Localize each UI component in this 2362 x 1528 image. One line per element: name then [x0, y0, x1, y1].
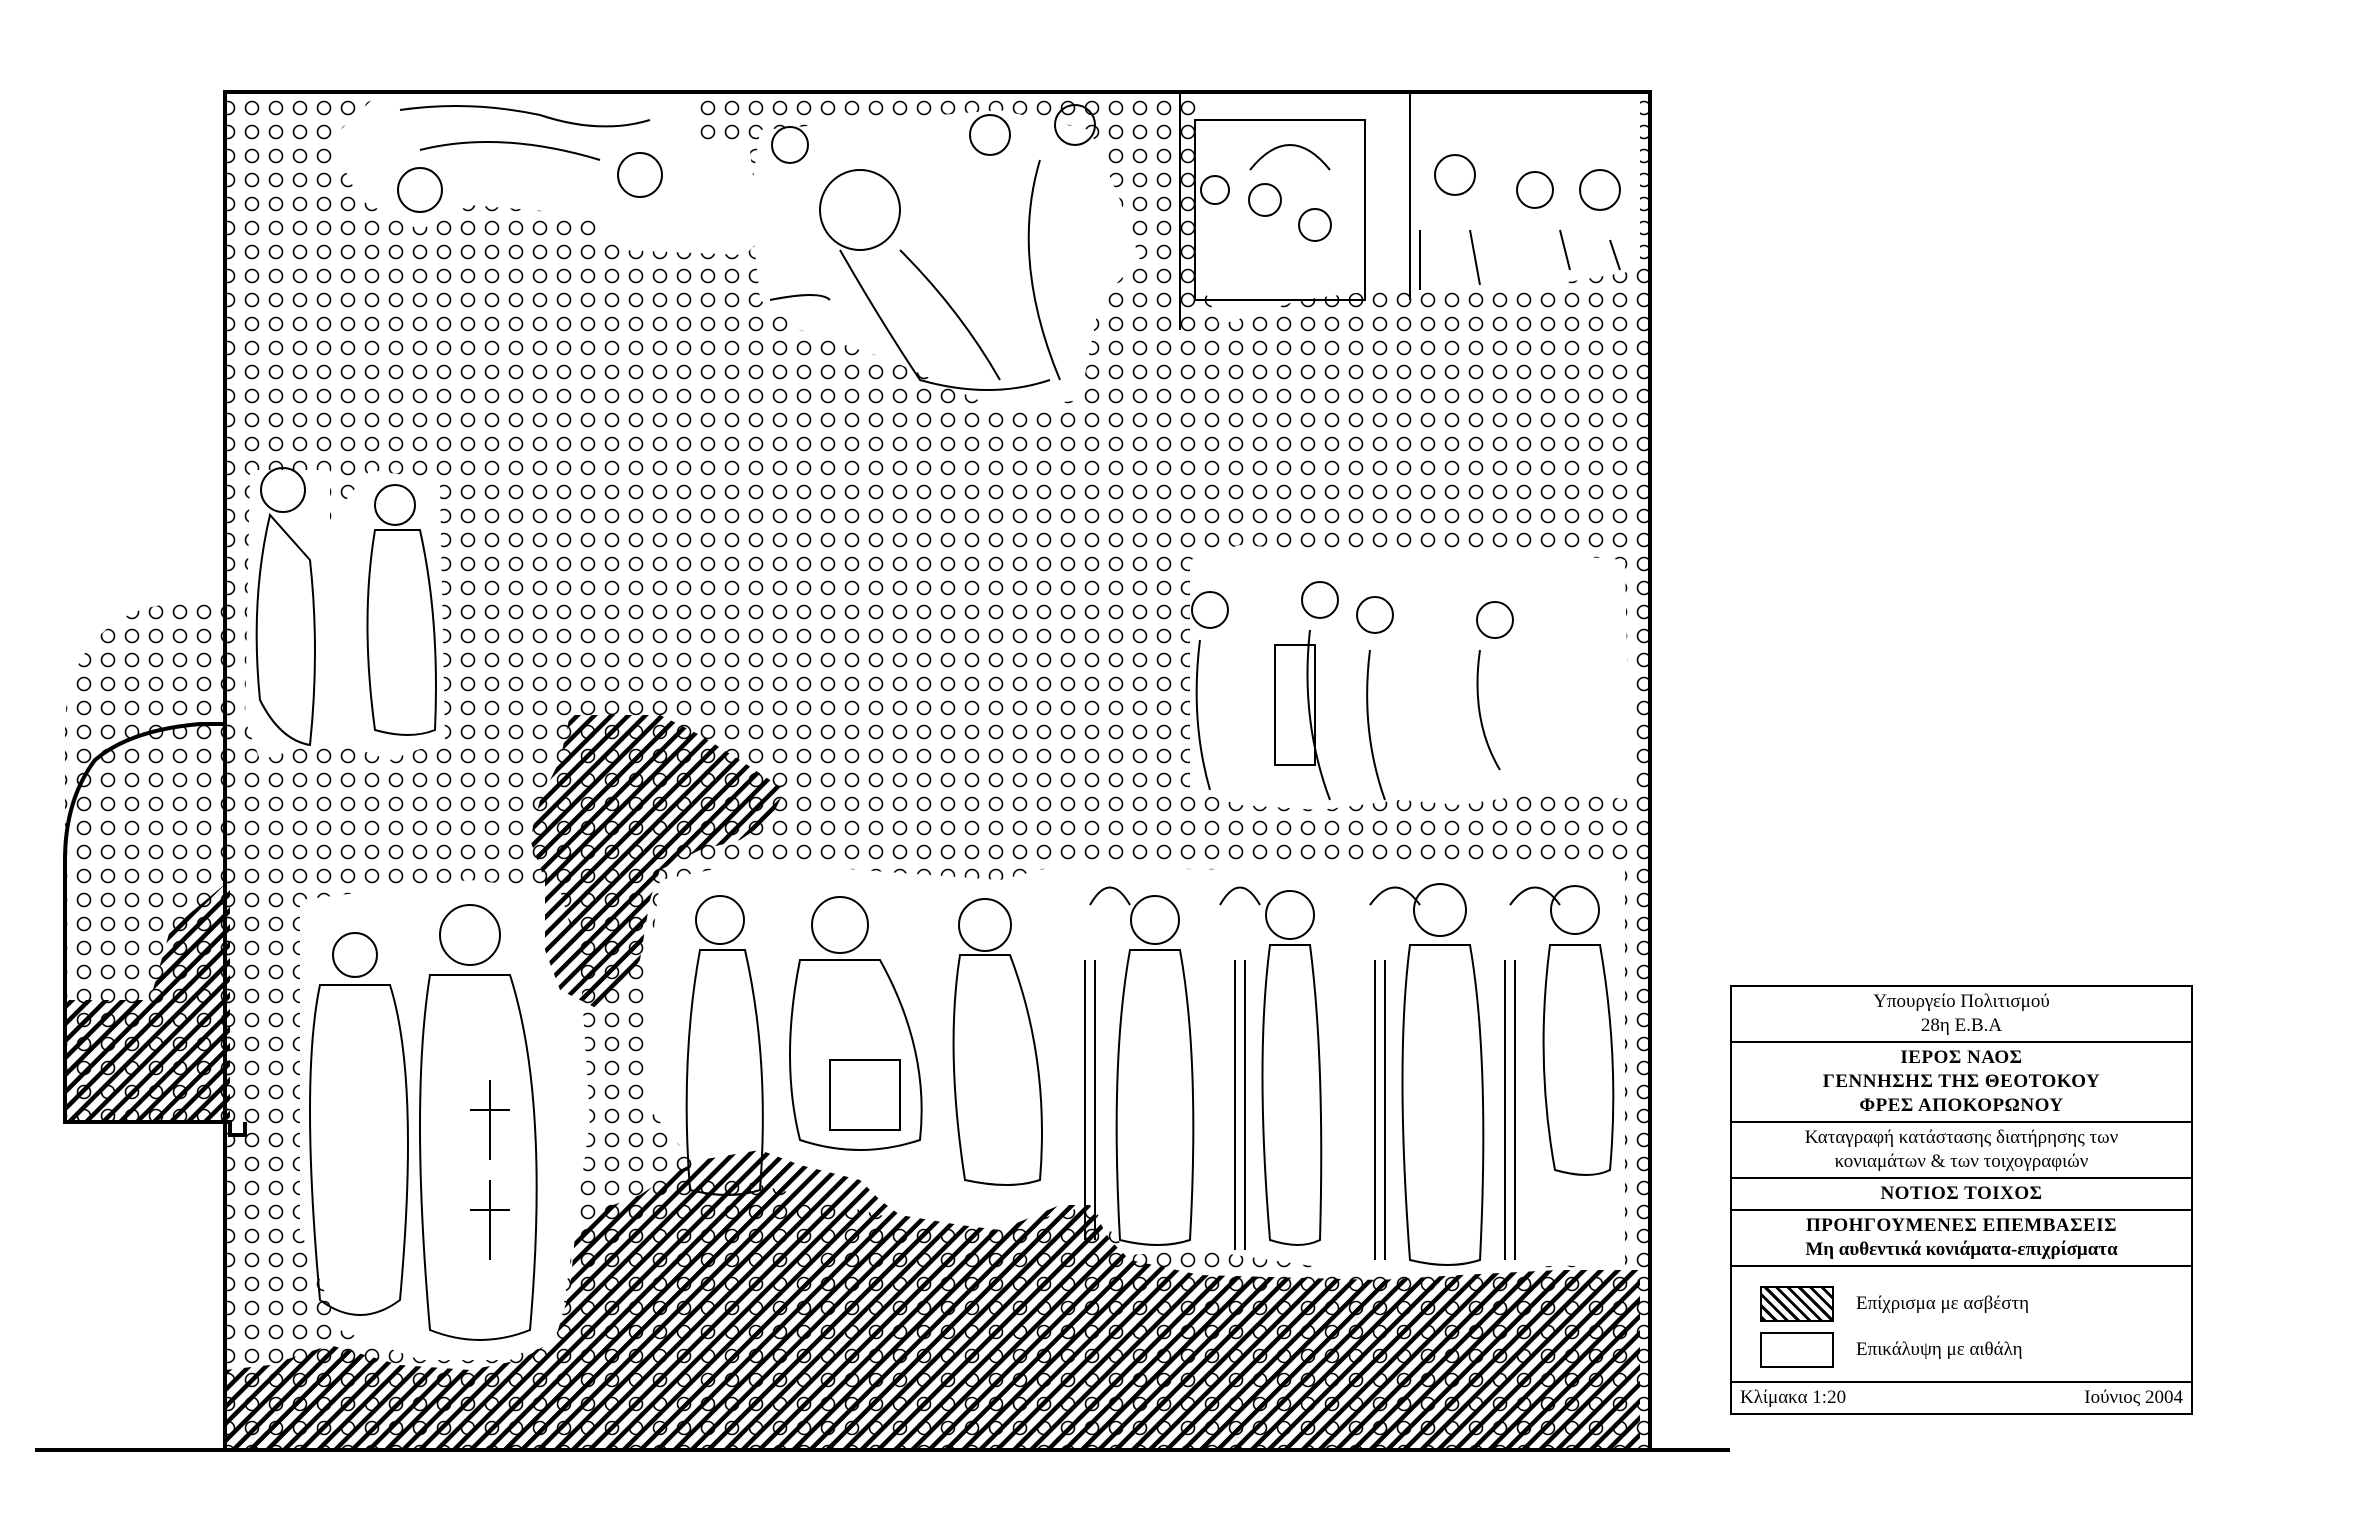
description-line-1: Καταγραφή κατάστασης διατήρησης των — [1804, 1127, 2119, 1148]
description-block: Καταγραφή κατάστασης διατήρησης των κονι… — [1732, 1123, 2191, 1179]
ephorate-name: 28η Ε.Β.Α — [1920, 1015, 2003, 1036]
legend-item-soot-covering: Επικάλυψη με αιθάλη — [1760, 1327, 2191, 1373]
legend-label: Επίχρισμα με ασβέστη — [1856, 1293, 2030, 1314]
legend: Επίχρισμα με ασβέστη Επικάλυψη με αιθάλη — [1732, 1267, 2191, 1383]
blank-swatch-icon — [1760, 1332, 1834, 1368]
church-line-1: ΙΕΡΟΣ ΝΑΟΣ — [1900, 1047, 2023, 1068]
sheet-subtitle: Μη αυθεντικά κονιάματα-επιχρίσματα — [1805, 1239, 2118, 1260]
wall-name-block: ΝΟΤΙΟΣ ΤΟΙΧΟΣ — [1732, 1179, 2191, 1211]
fresco-figures — [255, 92, 1621, 1341]
church-line-2: ΓΕΝΝΗΣΗΣ ΤΗΣ ΘΕΟΤΟΚΟΥ — [1822, 1071, 2101, 1092]
wall-name: ΝΟΤΙΟΣ ΤΟΙΧΟΣ — [1880, 1183, 2043, 1204]
date-label: Ιούνιος 2004 — [2084, 1387, 2183, 1408]
ministry-name: Υπουργείο Πολιτισμού — [1873, 991, 2050, 1012]
church-block: ΙΕΡΟΣ ΝΑΟΣ ΓΕΝΝΗΣΗΣ ΤΗΣ ΘΕΟΤΟΚΟΥ ΦΡΕΣ ΑΠ… — [1732, 1043, 2191, 1123]
wall-outline — [35, 90, 1730, 1452]
hatch-swatch-icon — [1760, 1286, 1834, 1322]
hatched-areas — [65, 715, 1640, 1448]
ministry-block: Υπουργείο Πολιτισμού 28η Ε.Β.Α — [1732, 987, 2191, 1043]
church-line-3: ΦΡΕΣ ΑΠΟΚΟΡΩΝΟΥ — [1859, 1095, 2064, 1116]
scale-label: Κλίμακα 1:20 — [1740, 1387, 1847, 1408]
legend-item-lime-render: Επίχρισμα με ασβέστη — [1760, 1281, 2191, 1327]
description-line-2: κονιαμάτων & των τοιχογραφιών — [1834, 1151, 2089, 1172]
sheet-title: ΠΡΟΗΓΟΥΜΕΝΕΣ ΕΠΕΜΒΑΣΕΙΣ — [1805, 1215, 2118, 1236]
legend-label: Επικάλυψη με αιθάλη — [1856, 1339, 2023, 1360]
title-block: Υπουργείο Πολιτισμού 28η Ε.Β.Α ΙΕΡΟΣ ΝΑΟ… — [1730, 985, 2193, 1415]
title-block-footer: Κλίμακα 1:20 Ιούνιος 2004 — [1732, 1383, 2191, 1413]
sheet-title-block: ΠΡΟΗΓΟΥΜΕΝΕΣ ΕΠΕΜΒΑΣΕΙΣ Μη αυθεντικά κον… — [1732, 1211, 2191, 1267]
